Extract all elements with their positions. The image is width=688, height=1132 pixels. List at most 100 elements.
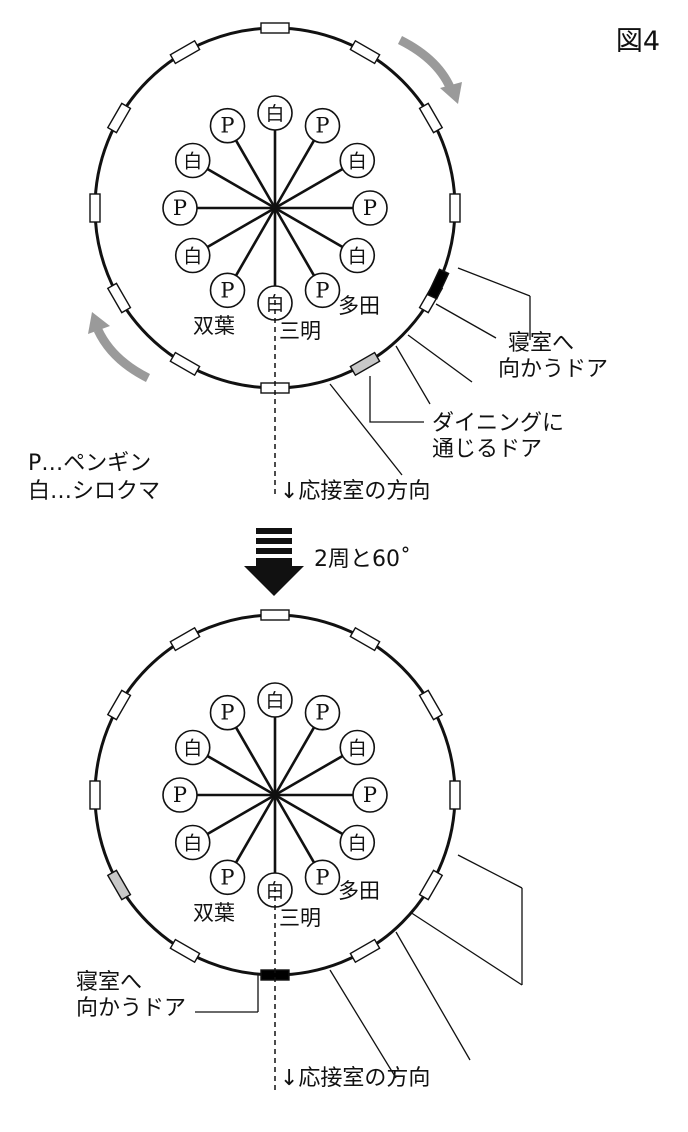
rotation-arrow-icon [397,35,457,94]
person-label-sanmei: 三明 [279,319,321,343]
window-marker [260,22,290,34]
person-label-futaba: 双葉 [193,314,235,338]
leader-line [409,911,523,986]
penguin-seat-label: P [315,114,329,138]
legend-bear: 白…シロクマ [28,479,160,504]
penguin-seat-label: P [220,865,234,889]
door-label-bedroom-line2: 向かうドア [498,357,608,382]
leader-line [407,334,473,383]
door-label-dining-line2: 通じるドア [432,437,542,462]
leader-line [457,267,531,297]
spoke [234,726,277,796]
bear-seat-label: 白 [183,833,202,855]
transition-arrow-icon [244,528,304,596]
bear-seat-label: 白 [183,151,202,173]
spoke [274,754,344,797]
window-marker [169,938,201,964]
spoke [273,207,316,277]
leader-line [329,383,403,476]
bear-seat [174,729,211,766]
spoke [273,726,316,796]
bear-seat [257,95,293,131]
person-label-sanmei: 三明 [279,906,321,930]
rotation-arrow-icon [93,327,151,383]
spoke [206,754,276,797]
top-window-markers [89,22,461,394]
person-label-tada: 多田 [338,879,380,903]
bear-seat-label: 白 [265,103,284,125]
person-label-futaba: 双葉 [193,901,235,925]
spoke [234,207,277,277]
penguin-seat [209,859,246,896]
window-marker [89,780,101,810]
window-marker [418,689,444,721]
window-marker [89,193,101,223]
bear-seat-label: 白 [348,151,367,173]
window-marker [449,193,461,223]
rotation-arrowhead-icon [440,82,462,104]
window-marker [349,39,381,65]
penguin-seat-label: P [220,114,234,138]
window-marker [106,102,132,134]
penguin-seat [209,272,246,309]
window-marker [106,689,132,721]
bear-seat [339,824,376,861]
window-marker [106,282,132,314]
penguin-seat [304,694,341,731]
door-label-dining-line1: ダイニングに [432,411,564,436]
spoke [273,139,316,209]
spoke [274,206,344,249]
penguin-seat [304,859,341,896]
penguin-seat [352,190,388,226]
penguin-seat-label: P [315,278,329,302]
penguin-seat [304,107,341,144]
spoke [274,167,344,210]
leader-line [329,969,397,1079]
penguin-seat [162,777,198,813]
direction-label: ↓応接室の方向 [280,479,430,504]
penguin-seat-label: P [173,196,187,220]
penguin-seat-label: P [173,783,187,807]
figure-label: 図4 [616,26,660,57]
window-marker [349,626,381,652]
window-marker [349,938,381,964]
leader-line [457,854,523,889]
penguin-seat [162,190,198,226]
penguin-seat-label: P [363,783,377,807]
leader-line [395,345,431,405]
spoke [234,139,277,209]
penguin-seat [209,107,246,144]
spoke [206,206,276,249]
penguin-seat-label: P [363,196,377,220]
legend-penguin: P…ペンギン [28,451,151,476]
leader-line [369,376,424,423]
leader-line [395,931,471,1061]
bear-seat [257,682,293,718]
door-label-bedroom-line2: 向かうドア [76,996,186,1021]
dining-door-marker [106,869,132,901]
bear-seat [174,237,211,274]
rotation-arrowhead-icon [88,312,110,334]
spoke [206,167,276,210]
bear-seat-label: 白 [348,833,367,855]
window-marker [169,626,201,652]
bear-seat-label: 白 [183,246,202,268]
bear-seat [339,729,376,766]
penguin-seat-label: P [315,701,329,725]
spoke [274,793,344,836]
window-marker [418,869,444,901]
bottom-window-markers [89,609,461,981]
door-label-bedroom-line1: 寝室へ [76,970,142,995]
dining-door-marker [349,351,381,377]
spoke [206,793,276,836]
window-marker [418,102,444,134]
person-label-tada: 多田 [338,294,380,318]
direction-label: ↓応接室の方向 [280,1066,430,1091]
penguin-seat-label: P [315,865,329,889]
leader-line [435,303,497,339]
transition-label: 2周と60˚ [314,547,411,572]
